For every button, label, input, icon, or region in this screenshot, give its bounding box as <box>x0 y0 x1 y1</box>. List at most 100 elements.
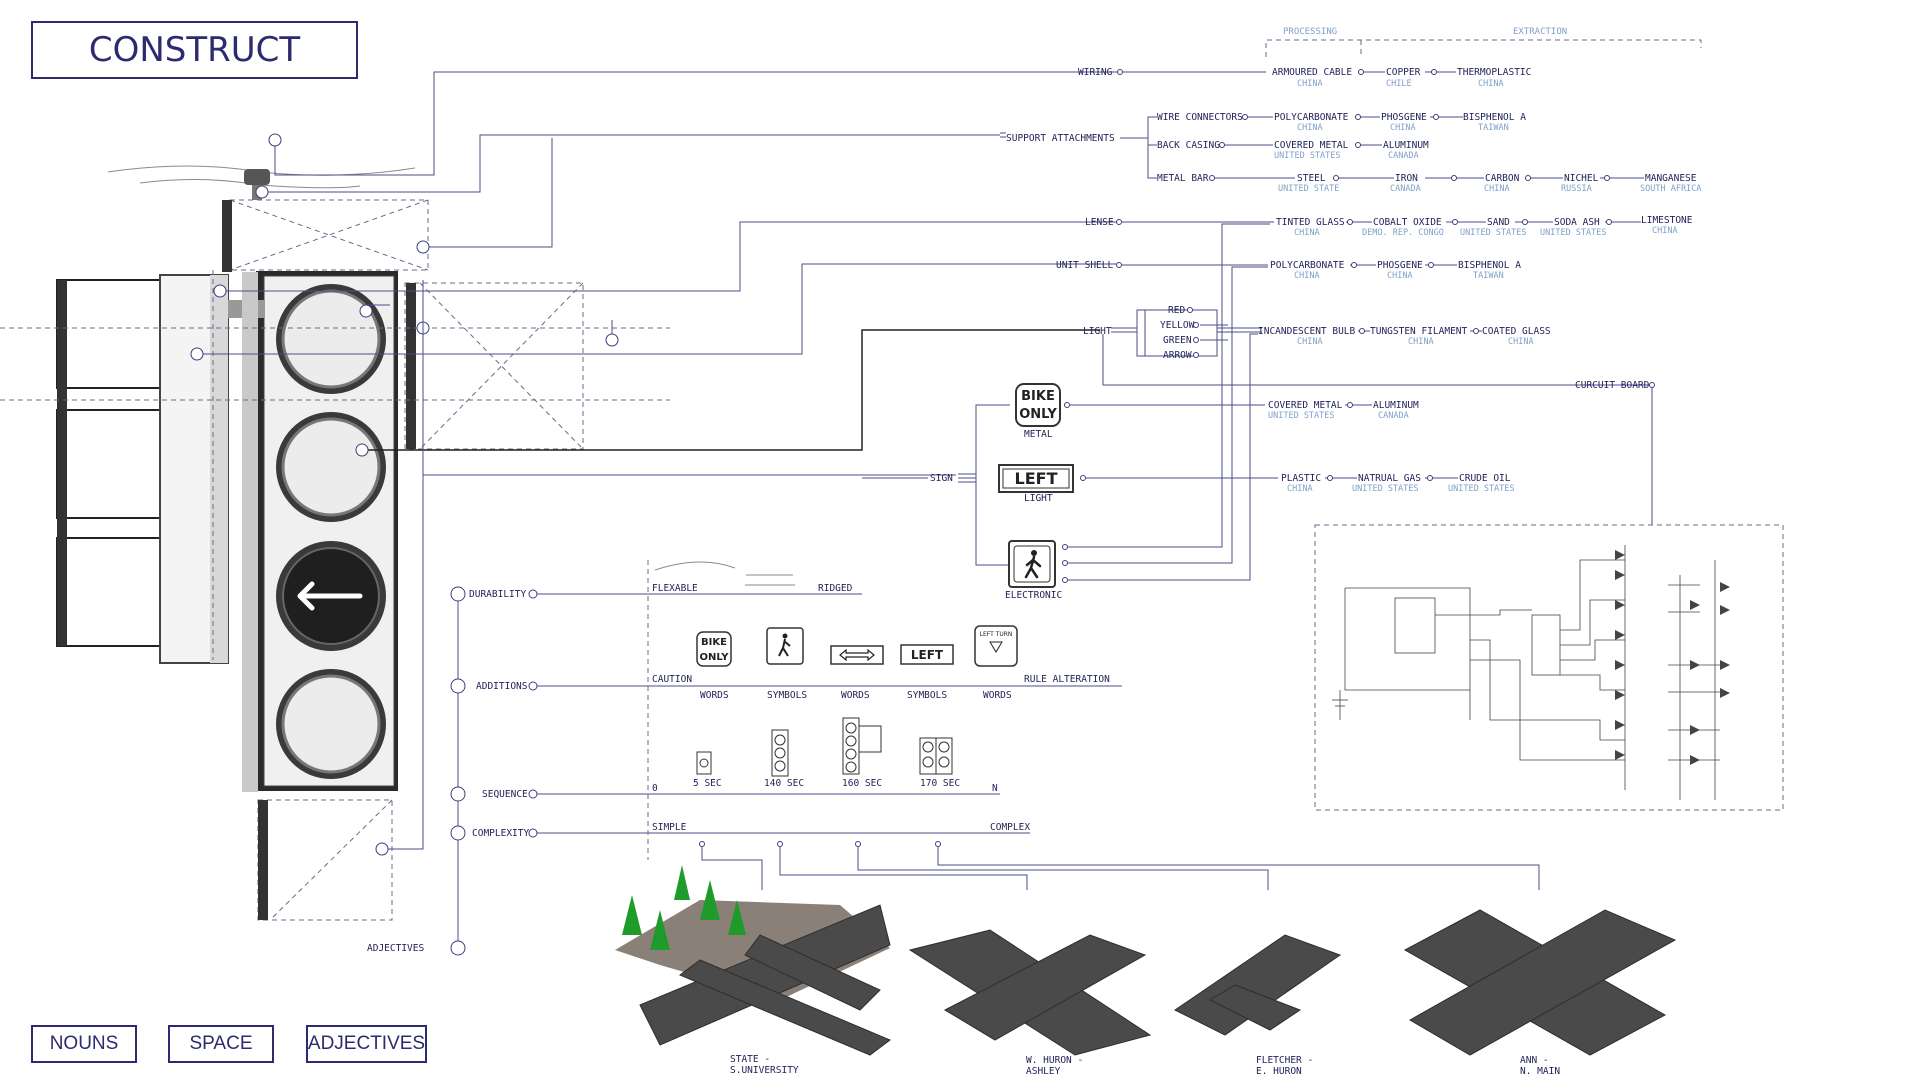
range-rule-alteration: RULE ALTERATION <box>1024 674 1110 685</box>
svg-text:CHINA: CHINA <box>1287 484 1313 494</box>
axis-complexity: COMPLEXITY <box>472 828 529 839</box>
label-support-attachments: SUPPORT ATTACHMENTS <box>1006 133 1115 144</box>
mat-manganese: MANGANESE <box>1645 173 1697 184</box>
svg-text:CHINA: CHINA <box>1297 79 1323 89</box>
svg-text:CHINA: CHINA <box>1294 228 1320 238</box>
intersection-1-line1: STATE - <box>730 1054 770 1065</box>
range-flexable: FLEXABLE <box>652 583 698 594</box>
adjectives-button[interactable]: ADJECTIVES <box>306 1025 427 1063</box>
left-sign: LEFT <box>998 464 1074 493</box>
intersection-ann <box>1403 909 1677 1056</box>
svg-text:CHINA: CHINA <box>1387 271 1413 281</box>
sequence-mini-signals <box>696 717 953 777</box>
intersection-4-line2: N. MAIN <box>1520 1066 1560 1077</box>
label-unit-shell: UNIT SHELL <box>1056 260 1113 271</box>
intersection-3-line2: E. HURON <box>1256 1066 1302 1077</box>
pedestrian-electronic-sign <box>1008 540 1056 588</box>
svg-text:CHINA: CHINA <box>1508 337 1534 347</box>
svg-text:UNITED STATES: UNITED STATES <box>1268 411 1335 421</box>
svg-text:CANADA: CANADA <box>1388 151 1419 161</box>
light-yellow: YELLOW <box>1160 320 1195 331</box>
label-wiring: WIRING <box>1078 67 1113 78</box>
mat-aluminum-1: ALUMINUM <box>1383 140 1429 151</box>
mat-nichel: NICHEL <box>1564 173 1599 184</box>
svg-text:BIKE: BIKE <box>1021 389 1055 404</box>
intersection-w-huron <box>908 929 1152 1056</box>
traffic-signal-drawing <box>0 165 670 921</box>
intersection-state <box>615 865 891 1056</box>
axis-adjectives: ADJECTIVES <box>367 943 424 954</box>
addition-label-1: WORDS <box>700 690 729 701</box>
sequence-label-4: 170 SEC <box>920 778 960 789</box>
svg-text:CHINA: CHINA <box>1408 337 1434 347</box>
mat-bisphenol-2: BISPHENOL A <box>1458 260 1521 271</box>
label-light: LIGHT <box>1083 326 1112 337</box>
addition-label-3: WORDS <box>841 690 870 701</box>
mat-sand: SAND <box>1487 217 1510 228</box>
header-extraction: EXTRACTION <box>1513 27 1567 37</box>
svg-text:UNITED STATES: UNITED STATES <box>1460 228 1527 238</box>
intersection-3-line1: FLETCHER - <box>1256 1055 1313 1066</box>
adjectives-axes: DURABILITY ADDITIONS SEQUENCE COMPLEXITY… <box>367 560 1540 956</box>
range-seq-end: N <box>992 783 998 794</box>
page-title: CONSTRUCT <box>31 21 358 79</box>
label-electronic: ELECTRONIC <box>1005 590 1062 601</box>
mat-covered-metal-1: COVERED METAL <box>1274 140 1349 151</box>
range-seq-start: 0 <box>652 783 658 794</box>
mat-bisphenol-1: BISPHENOL A <box>1463 112 1526 123</box>
addition-label-5: WORDS <box>983 690 1012 701</box>
label-back-casing: BACK CASING <box>1157 140 1220 151</box>
material-tree: PROCESSING EXTRACTION WIRING ARMOURED CA… <box>862 27 1702 601</box>
addition-icons: BIKE ONLY LEFT LEFT TURN <box>696 625 1018 667</box>
range-simple: SIMPLE <box>652 822 687 833</box>
space-button[interactable]: SPACE <box>168 1025 274 1063</box>
mat-phosgene-1: PHOSGENE <box>1381 112 1427 123</box>
svg-text:CHILE: CHILE <box>1386 79 1412 89</box>
mat-cobalt-oxide: COBALT OXIDE <box>1373 217 1442 228</box>
signal-leader-lines <box>190 71 1117 856</box>
mat-copper: COPPER <box>1386 67 1421 78</box>
svg-text:CHINA: CHINA <box>1297 337 1323 347</box>
mat-tungsten-filament: TUNGSTEN FILAMENT <box>1370 326 1468 337</box>
bike-only-sign: BIKE ONLY <box>1015 383 1061 427</box>
axis-durability: DURABILITY <box>469 589 526 600</box>
mat-carbon: CARBON <box>1485 173 1520 184</box>
mat-incandescent-bulb: INCANDESCENT BULB <box>1258 326 1356 337</box>
label-lense: LENSE <box>1085 217 1114 228</box>
label-metal-bar: METAL BAR <box>1157 173 1209 184</box>
range-ridged: RIDGED <box>818 583 853 594</box>
intersection-4-line1: ANN - <box>1520 1055 1549 1066</box>
mat-natrual-gas: NATRUAL GAS <box>1358 473 1421 484</box>
svg-text:UNITED STATE: UNITED STATE <box>1278 184 1339 194</box>
svg-text:UNITED STATES: UNITED STATES <box>1448 484 1515 494</box>
svg-text:CANADA: CANADA <box>1390 184 1421 194</box>
light-arrow: ARROW <box>1163 350 1192 361</box>
intersections: STATE - S.UNIVERSITY W. HURON - ASHLEY F… <box>615 865 1677 1077</box>
mat-iron: IRON <box>1395 173 1418 184</box>
nouns-button[interactable]: NOUNS <box>31 1025 137 1063</box>
mat-tinted-glass: TINTED GLASS <box>1276 217 1345 228</box>
label-wire-connectors: WIRE CONNECTORS <box>1157 112 1243 123</box>
sequence-label-2: 140 SEC <box>764 778 804 789</box>
mat-covered-metal-2: COVERED METAL <box>1268 400 1343 411</box>
intersection-fletcher <box>1174 934 1342 1036</box>
mat-plastic: PLASTIC <box>1281 473 1321 484</box>
svg-text:CHINA: CHINA <box>1652 226 1678 236</box>
mat-crude-oil: CRUDE OIL <box>1459 473 1511 484</box>
sequence-label-3: 160 SEC <box>842 778 882 789</box>
range-caution: CAUTION <box>652 674 692 685</box>
mat-coated-glass: COATED GLASS <box>1482 326 1551 337</box>
label-sign: SIGN <box>930 473 953 484</box>
sequence-label-1: 5 SEC <box>693 778 722 789</box>
svg-text:ONLY: ONLY <box>1019 407 1057 422</box>
svg-text:CHINA: CHINA <box>1297 123 1323 133</box>
label-metal: METAL <box>1024 429 1053 440</box>
mat-aluminum-2: ALUMINUM <box>1373 400 1419 411</box>
svg-text:LEFT TURN: LEFT TURN <box>980 631 1013 638</box>
svg-text:SOUTH AFRICA: SOUTH AFRICA <box>1640 184 1701 194</box>
intersection-2-line2: ASHLEY <box>1026 1066 1061 1077</box>
svg-text:UNITED STATES: UNITED STATES <box>1274 151 1341 161</box>
svg-text:CHINA: CHINA <box>1390 123 1416 133</box>
svg-text:RUSSIA: RUSSIA <box>1561 184 1592 194</box>
